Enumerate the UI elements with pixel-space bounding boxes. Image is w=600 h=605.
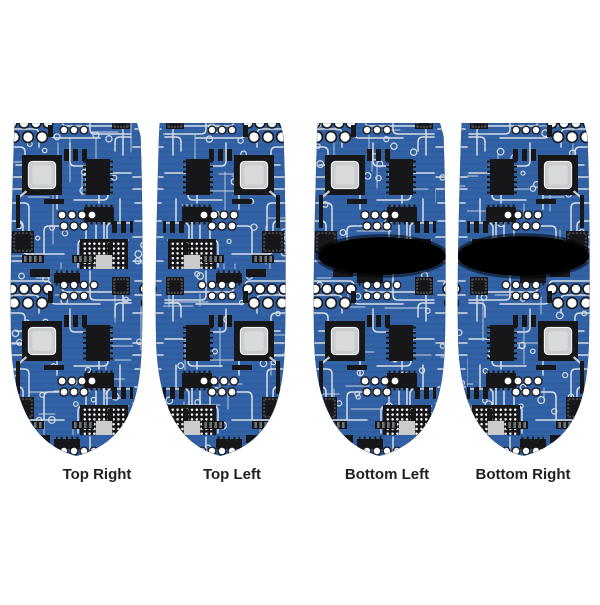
sock-3-opening — [317, 236, 448, 277]
sock-4-opening — [456, 235, 591, 278]
sock-label-4: Bottom Right — [423, 466, 600, 483]
